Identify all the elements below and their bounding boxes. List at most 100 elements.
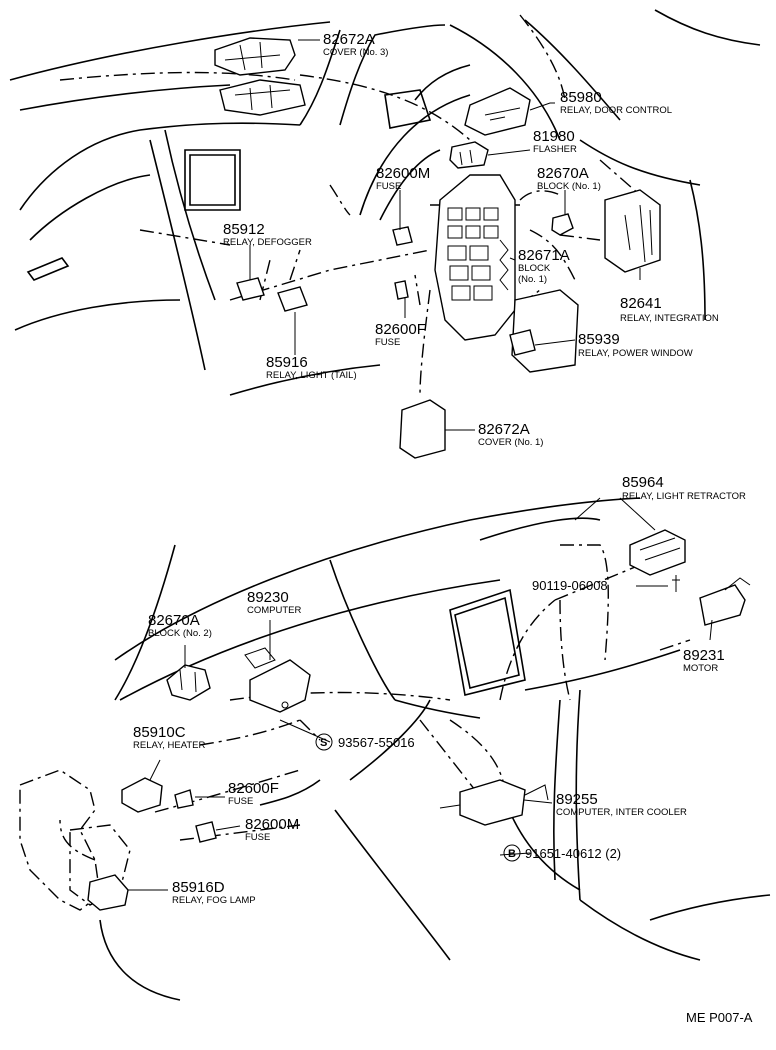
flasher-drawing (449, 141, 489, 169)
part-label-82600F-lower: 82600F FUSE (228, 780, 279, 807)
part-label-85980: 85980 RELAY, DOOR CONTROL (560, 89, 672, 116)
part-label-82600M-lower: 82600M FUSE (245, 816, 299, 843)
part-name: BLOCK (518, 263, 551, 274)
relay-heater-drawing (121, 777, 163, 813)
relay-power-window-drawing (509, 289, 579, 373)
part-number: 90119-06008 (532, 578, 608, 593)
part-number: 85964 (622, 474, 664, 491)
upper-dashboard-outline (9, 9, 761, 396)
part-name: COMPUTER (247, 605, 302, 616)
part-number: 91651-40612 (2) (525, 846, 621, 861)
part-number: 89231 (683, 647, 725, 664)
cover-no3-drawing (214, 37, 306, 116)
part-number: 81980 (533, 128, 575, 145)
part-label-82672A-cover-no3: 82672A COVER (No. 3) (323, 31, 388, 58)
part-label-90119-06008: 90119-06008 (532, 578, 608, 593)
part-label-82670A-no1: 82670A BLOCK (No. 1) (537, 165, 601, 192)
lower-dashboard-outline (99, 497, 771, 1001)
part-number: 85912 (223, 221, 265, 238)
motor-drawing (699, 577, 751, 626)
part-label-89230: 89230 COMPUTER (247, 589, 302, 616)
lower-leader-lines (59, 544, 691, 861)
part-name: MOTOR (683, 663, 718, 674)
part-number: 85916 (266, 354, 308, 371)
light-retractor-relay-drawing (629, 529, 686, 576)
part-name-line2: (No. 1) (518, 274, 547, 285)
part-number: 82670A (148, 612, 200, 629)
part-number: 82600F (375, 321, 426, 338)
part-name: RELAY, INTEGRATION (620, 313, 719, 324)
part-number: 93567-55016 (338, 735, 415, 750)
symbol-b-text: B (508, 848, 516, 860)
part-label-93567-55016: 93567-55016 (338, 735, 415, 750)
part-name: FLASHER (533, 144, 577, 155)
part-label-82672A-cover-no1: 82672A COVER (No. 1) (478, 421, 543, 448)
part-number: 82600M (245, 816, 299, 833)
fuse-82600m-drawing (392, 226, 413, 246)
part-label-82641: 82641 RELAY, INTEGRATION (620, 295, 719, 324)
part-name: BLOCK (No. 2) (148, 628, 212, 639)
relay-integration-drawing (604, 189, 661, 273)
part-label-81980: 81980 FLASHER (533, 128, 577, 155)
part-label-85916: 85916 RELAY, LIGHT (TAIL) (266, 354, 357, 381)
part-name: FUSE (245, 832, 270, 843)
part-name: BLOCK (No. 1) (537, 181, 601, 192)
part-label-82600M-upper: 82600M FUSE (376, 165, 430, 192)
bolt-90119-drawing (672, 575, 680, 592)
part-number: 82670A (537, 165, 589, 182)
part-name: COVER (No. 1) (478, 437, 543, 448)
part-name: FUSE (376, 181, 401, 192)
part-label-82671A: 82671A BLOCK (No. 1) (518, 247, 570, 285)
fuse-82600f-drawing (394, 280, 409, 300)
part-label-85964: 85964 RELAY, LIGHT RETRACTOR (622, 474, 746, 502)
part-number: 85910C (133, 724, 186, 741)
fuse-block-drawing (434, 174, 516, 341)
part-number: 85980 (560, 89, 602, 106)
part-name: COMPUTER, INTER COOLER (556, 807, 687, 818)
symbol-s-text: S (320, 737, 327, 749)
diagram-code: ME P007-A (686, 1010, 753, 1025)
part-label-89231: 89231 MOTOR (683, 647, 725, 674)
part-label-91651-40612: 91651-40612 (2) (525, 846, 621, 861)
part-label-85912: 85912 RELAY, DEFOGGER (223, 221, 312, 248)
computer-inter-cooler-drawing (439, 779, 549, 826)
part-label-85916D: 85916D RELAY, FOG LAMP (172, 879, 256, 906)
fuse-82600f-lower-drawing (174, 789, 194, 809)
circled-s-symbol: S (315, 733, 333, 751)
part-name: RELAY, FOG LAMP (172, 895, 256, 906)
part-name: COVER (No. 3) (323, 47, 388, 58)
part-label-82670A-no2: 82670A BLOCK (No. 2) (148, 612, 212, 639)
part-number: 89230 (247, 589, 289, 606)
part-name: RELAY, DEFOGGER (223, 237, 312, 248)
part-number: 82672A (323, 31, 375, 48)
block-no2-drawing (166, 664, 211, 701)
part-name: RELAY, DOOR CONTROL (560, 105, 672, 116)
part-name: FUSE (375, 337, 400, 348)
label-pointer-lines (128, 39, 713, 891)
part-label-85939: 85939 RELAY, POWER WINDOW (578, 331, 693, 359)
part-number: 82600M (376, 165, 430, 182)
part-name: RELAY, HEATER (133, 740, 205, 751)
part-number: 85939 (578, 331, 620, 348)
part-label-89255: 89255 COMPUTER, INTER COOLER (556, 791, 687, 818)
part-number: 85916D (172, 879, 225, 896)
part-name: FUSE (228, 796, 253, 807)
part-number: 82672A (478, 421, 530, 438)
part-number: 82600F (228, 780, 279, 797)
part-number: 89255 (556, 791, 598, 808)
relay-fog-lamp-drawing (87, 874, 129, 911)
part-name: RELAY, POWER WINDOW (578, 348, 693, 359)
part-label-82600F-upper: 82600F FUSE (375, 321, 426, 348)
relay-defogger-drawing (236, 277, 265, 301)
relay-door-control-drawing (464, 87, 531, 136)
part-label-85910C: 85910C RELAY, HEATER (133, 724, 205, 751)
relay-light-tail-drawing (277, 286, 308, 312)
circled-b-symbol: B (503, 844, 521, 862)
computer-89230-drawing (244, 647, 311, 713)
fuse-82600m-lower-drawing (195, 821, 217, 843)
block-no1-small-drawing (551, 213, 574, 236)
part-name: RELAY, LIGHT RETRACTOR (622, 491, 746, 502)
cover-no1-drawing (399, 399, 446, 459)
part-name: RELAY, LIGHT (TAIL) (266, 370, 357, 381)
